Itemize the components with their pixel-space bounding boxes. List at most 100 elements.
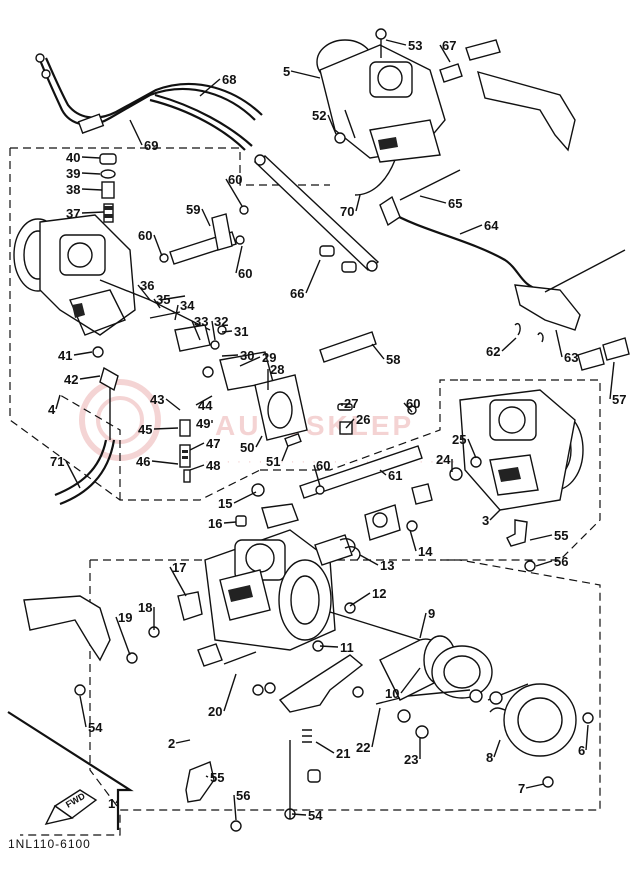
part-label-60: 60 (228, 172, 242, 187)
leader-line-46 (151, 460, 179, 465)
part-label-29: 29 (262, 350, 276, 365)
part-label-3: 3 (482, 513, 489, 528)
watermark-text: AUTOSKLEP (215, 410, 414, 441)
leader-line-30 (221, 354, 239, 357)
leader-line-3 (489, 509, 501, 521)
leader-line-21 (315, 741, 335, 754)
leader-line-25 (467, 438, 477, 459)
part-label-14: 14 (418, 544, 433, 559)
part-label-68: 68 (222, 72, 236, 87)
part-label-67: 67 (442, 38, 456, 53)
leader-line-11 (319, 645, 339, 648)
part-label-52: 52 (312, 108, 326, 123)
leader-line-54 (291, 813, 307, 816)
leader-line-57 (609, 361, 615, 400)
part-label-31: 31 (234, 324, 248, 339)
part-label-66: 66 (290, 286, 304, 301)
leader-line-12 (349, 592, 371, 607)
part-label-27: 27 (344, 396, 358, 411)
leader-line-63 (555, 329, 563, 358)
part-label-56: 56 (236, 788, 250, 803)
part-label-18: 18 (138, 600, 152, 615)
leader-line-6 (585, 724, 589, 751)
part-label-60: 60 (138, 228, 152, 243)
part-label-2: 2 (168, 736, 175, 751)
part-label-60: 60 (316, 458, 330, 473)
leader-line-55 (205, 775, 209, 778)
leader-lines (55, 39, 615, 821)
leader-line-26 (345, 418, 355, 429)
part-label-45: 45 (138, 422, 152, 437)
leader-line-5 (290, 70, 321, 79)
leader-line-65 (419, 195, 447, 204)
float-bowl-drain-parts (54, 153, 119, 506)
leader-line-20 (223, 673, 237, 712)
part-label-42: 42 (64, 372, 78, 387)
leader-line-42 (79, 375, 101, 380)
part-label-50: 50 (240, 440, 254, 455)
leader-line-45 (153, 427, 179, 430)
part-label-37: 37 (66, 206, 80, 221)
leader-line-60 (153, 234, 163, 257)
leader-line-48 (189, 464, 205, 471)
leader-line-60 (403, 402, 413, 413)
part-label-56: 56 (554, 554, 568, 569)
part-label-10: 10 (385, 686, 399, 701)
leader-line-58 (371, 343, 385, 360)
part-label-70: 70 (340, 204, 354, 219)
part-label-8: 8 (486, 750, 493, 765)
part-label-35: 35 (156, 292, 170, 307)
part-label-65: 65 (448, 196, 462, 211)
leader-line-29 (239, 356, 261, 367)
part-label-36: 36 (140, 278, 154, 293)
leader-line-52 (327, 114, 337, 135)
part-label-60: 60 (238, 266, 252, 281)
part-label-25: 25 (452, 432, 466, 447)
part-label-46: 46 (136, 454, 150, 469)
part-label-61: 61 (388, 468, 402, 483)
part-label-5: 5 (283, 64, 290, 79)
throttle-linkage-parts (149, 295, 353, 483)
throttle-cable-bracket (379, 169, 626, 343)
leader-line-71 (65, 460, 81, 489)
part-label-53: 53 (408, 38, 422, 53)
leader-line-54 (79, 695, 87, 728)
carburetor-4 (13, 214, 211, 336)
leader-line-62 (501, 337, 517, 352)
part-label-39: 39 (66, 166, 80, 181)
leader-line-7 (525, 783, 545, 789)
leader-line-19 (115, 616, 131, 656)
part-label-51: 51 (266, 454, 280, 469)
part-label-48: 48 (206, 458, 220, 473)
leader-line-9 (419, 612, 427, 639)
leader-line-32 (211, 320, 216, 341)
leader-line-2 (175, 739, 191, 744)
part-label-55: 55 (210, 770, 224, 785)
part-label-49: 49 (196, 416, 210, 431)
leader-line-44 (195, 395, 213, 406)
leader-line-8 (493, 739, 501, 758)
part-label-40: 40 (66, 150, 80, 165)
part-label-20: 20 (208, 704, 222, 719)
connecting-pipes (159, 205, 423, 499)
carburetor-3 (449, 337, 630, 572)
leader-line-50 (255, 435, 263, 448)
part-label-33: 33 (194, 314, 208, 329)
leader-line-55 (529, 534, 553, 541)
leader-line-35 (153, 298, 161, 309)
part-label-58: 58 (386, 352, 400, 367)
part-label-7: 7 (518, 781, 525, 796)
part-label-59: 59 (186, 202, 200, 217)
part-label-54: 54 (308, 808, 323, 823)
leader-line-38 (81, 188, 103, 191)
lower-linkage-parts (23, 591, 429, 832)
leader-line-33 (191, 320, 201, 341)
part-label-64: 64 (484, 218, 499, 233)
part-label-55: 55 (554, 528, 568, 543)
part-label-63: 63 (564, 350, 578, 365)
leader-line-68 (199, 78, 221, 97)
leader-line-51 (281, 445, 289, 462)
